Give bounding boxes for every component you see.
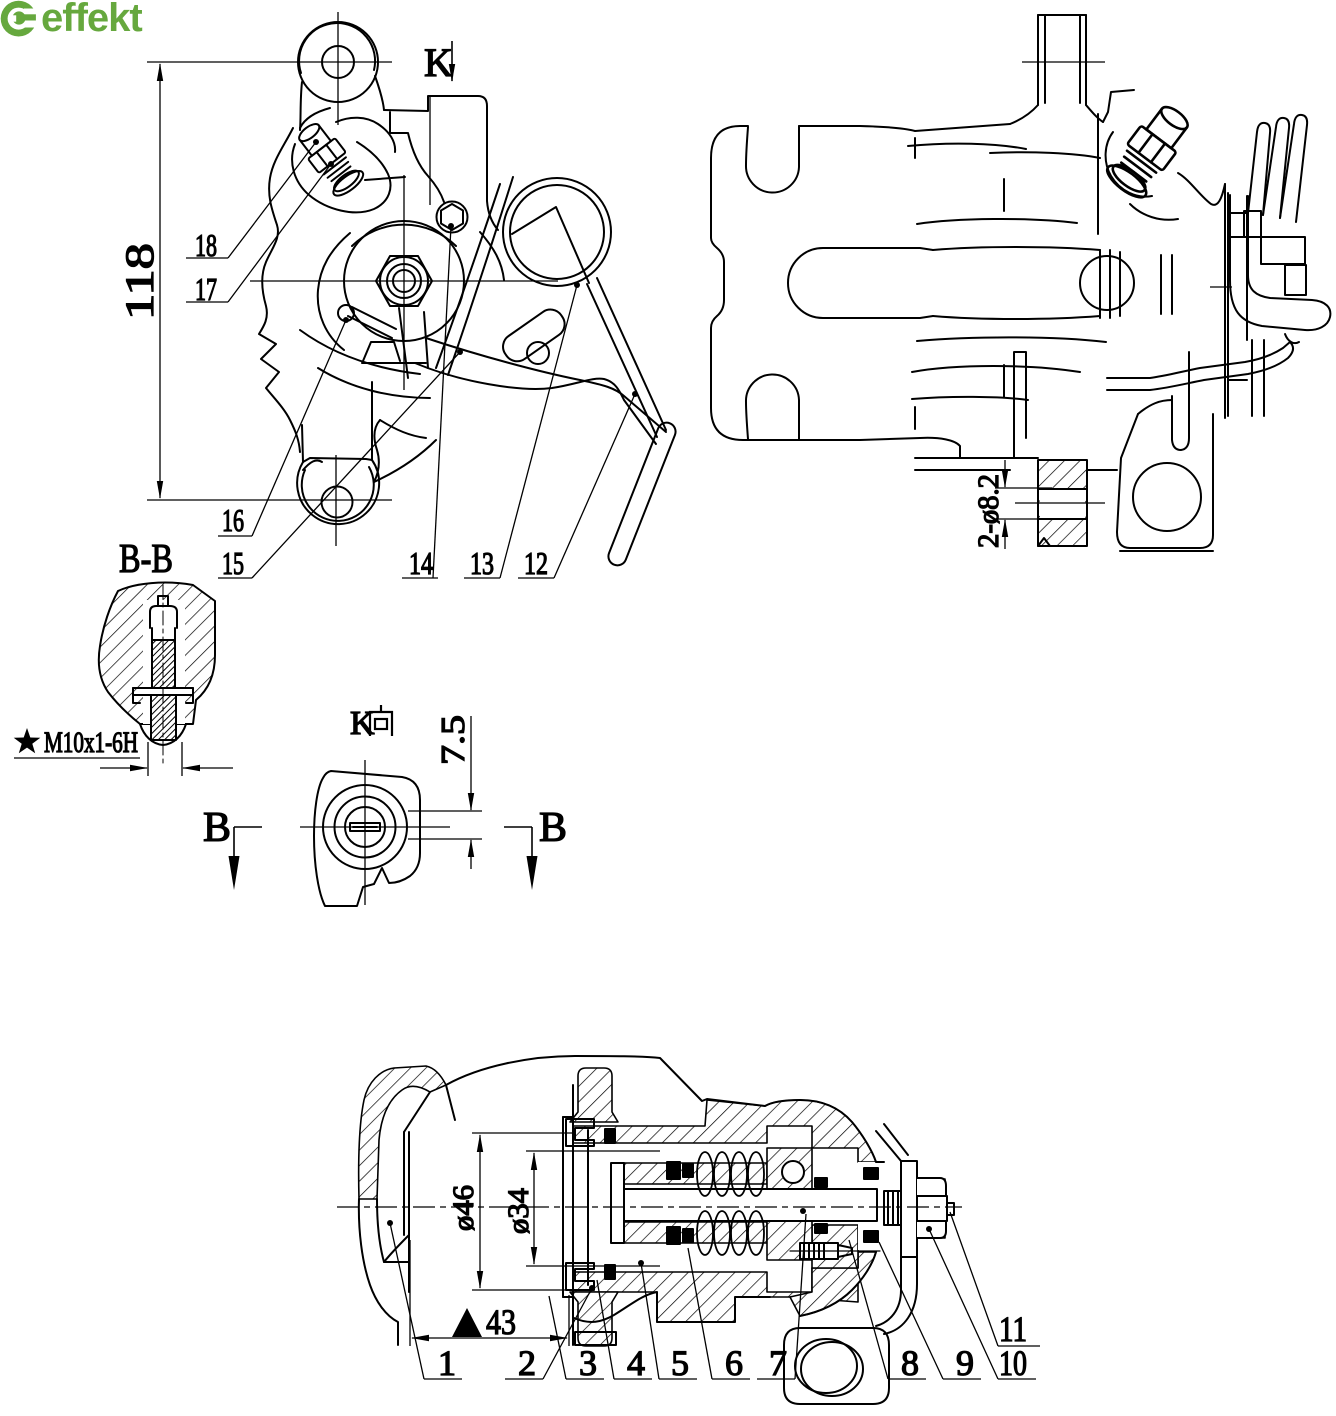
svg-text:12: 12 bbox=[524, 545, 548, 581]
svg-text:11: 11 bbox=[999, 1309, 1027, 1349]
svg-text:K: K bbox=[424, 40, 453, 85]
svg-text:M10x1-6H: M10x1-6H bbox=[44, 726, 138, 759]
svg-text:43: 43 bbox=[486, 1302, 516, 1342]
svg-text:13: 13 bbox=[470, 545, 494, 581]
svg-text:2-ø8.2: 2-ø8.2 bbox=[972, 474, 1005, 548]
svg-text:16: 16 bbox=[222, 502, 244, 538]
svg-text:18: 18 bbox=[195, 227, 217, 263]
svg-text:effekt: effekt bbox=[41, 0, 142, 40]
svg-text:B-B: B-B bbox=[119, 535, 173, 581]
svg-text:K: K bbox=[350, 705, 375, 742]
svg-text:2: 2 bbox=[518, 1343, 536, 1383]
svg-text:B: B bbox=[203, 805, 231, 851]
svg-text:6: 6 bbox=[725, 1343, 743, 1383]
svg-text:3: 3 bbox=[579, 1343, 597, 1383]
svg-text:8: 8 bbox=[901, 1343, 919, 1383]
svg-text:B: B bbox=[539, 805, 567, 851]
svg-text:15: 15 bbox=[222, 545, 244, 581]
svg-text:7: 7 bbox=[769, 1343, 787, 1383]
svg-text:ø46: ø46 bbox=[447, 1185, 480, 1231]
svg-text:118: 118 bbox=[117, 243, 162, 320]
svg-text:9: 9 bbox=[956, 1343, 974, 1383]
svg-text:14: 14 bbox=[409, 545, 433, 581]
svg-text:4: 4 bbox=[627, 1343, 645, 1383]
svg-text:1: 1 bbox=[438, 1343, 456, 1383]
svg-text:5: 5 bbox=[671, 1343, 689, 1383]
svg-text:7.5: 7.5 bbox=[435, 715, 472, 765]
svg-text:10: 10 bbox=[999, 1343, 1027, 1383]
svg-text:ø34: ø34 bbox=[502, 1188, 535, 1234]
svg-text:17: 17 bbox=[195, 271, 217, 307]
